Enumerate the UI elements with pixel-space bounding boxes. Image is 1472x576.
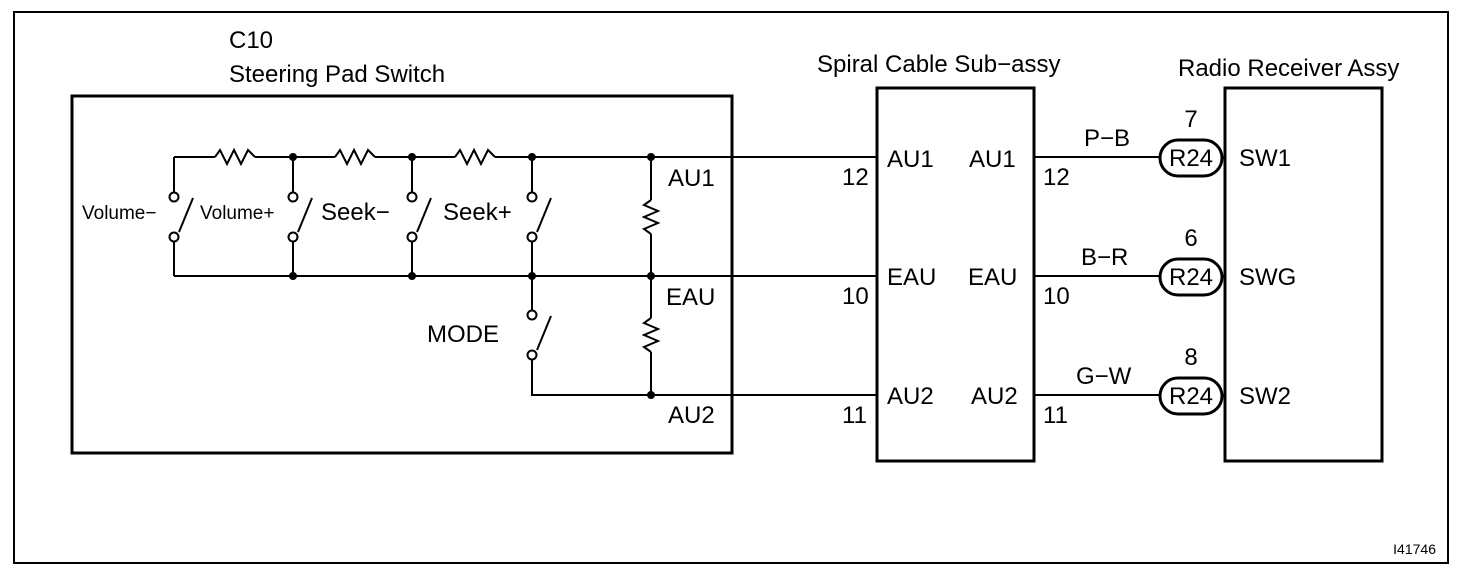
radio-receiver-box xyxy=(1223,86,1384,463)
switch-name: Steering Pad Switch xyxy=(229,61,445,88)
spiral-right-terminal-au2: AU2 xyxy=(971,383,1018,410)
switch-seek-minus xyxy=(406,191,432,243)
switch-mode xyxy=(526,309,552,361)
connector-label-sw2: R24 xyxy=(1169,383,1213,410)
au2-rail xyxy=(531,360,878,396)
steering-pad-switch-box xyxy=(70,94,734,455)
switch-volume-plus xyxy=(287,191,313,243)
connector-pin-swg: 6 xyxy=(1184,225,1197,252)
wire-color-swg: B−R xyxy=(1081,244,1128,271)
connector-pin-sw1: 7 xyxy=(1184,106,1197,133)
switch-label-seek-plus: Seek+ xyxy=(443,199,512,226)
spiral-right-terminal-eau: EAU xyxy=(968,264,1017,291)
switch-volume-minus xyxy=(168,191,194,243)
spiral-right-pin-eau: 10 xyxy=(1043,283,1070,310)
switch-seek-plus xyxy=(526,191,552,243)
wire-color-sw1: P−B xyxy=(1084,125,1130,152)
radio-name: Radio Receiver Assy xyxy=(1178,55,1399,82)
spiral-right-pin-au2: 11 xyxy=(1043,402,1068,429)
connector-pin-sw2: 8 xyxy=(1184,344,1197,371)
radio-terminal-sw1: SW1 xyxy=(1239,145,1291,172)
radio-terminal-swg: SWG xyxy=(1239,264,1296,291)
radio-terminal-sw2: SW2 xyxy=(1239,383,1291,410)
outer-frame xyxy=(13,11,1449,564)
spiral-left-pin-au1: 12 xyxy=(842,164,869,191)
switch-verticals xyxy=(173,157,533,310)
spiral-cable-box xyxy=(875,86,1036,463)
resistor-top-1 xyxy=(214,147,256,167)
spiral-right-pin-au1: 12 xyxy=(1043,164,1070,191)
figure-id: I41746 xyxy=(1393,541,1436,557)
connector-label-swg: R24 xyxy=(1169,264,1213,291)
switch-label-mode: MODE xyxy=(427,321,499,348)
junction-nodes xyxy=(289,153,655,399)
resistor-v-1 xyxy=(641,199,661,235)
spiral-left-pin-au2: 11 xyxy=(842,402,867,429)
connector-label-sw1: R24 xyxy=(1169,145,1213,172)
switch-terminal-au1: AU1 xyxy=(668,165,715,192)
spiral-left-terminal-au2: AU2 xyxy=(887,383,934,410)
switch-label-volume-minus: Volume− xyxy=(82,203,156,224)
switch-code: C10 xyxy=(229,27,273,54)
switch-label-volume-plus: Volume+ xyxy=(200,203,274,224)
resistor-top-3 xyxy=(454,147,496,167)
resistor-v-2 xyxy=(641,317,661,353)
spiral-left-pin-eau: 10 xyxy=(842,283,869,310)
spiral-left-terminal-eau: EAU xyxy=(887,264,936,291)
top-rail xyxy=(174,147,878,167)
vertical-resistors xyxy=(641,157,661,395)
spiral-cable-name: Spiral Cable Sub−assy xyxy=(817,51,1060,78)
spiral-right-terminal-au1: AU1 xyxy=(969,146,1016,173)
switch-label-seek-minus: Seek− xyxy=(321,199,390,226)
switch-terminal-au2: AU2 xyxy=(668,402,715,429)
spiral-left-terminal-au1: AU1 xyxy=(887,146,934,173)
wire-color-sw2: G−W xyxy=(1076,363,1132,390)
switch-terminal-eau: EAU xyxy=(666,284,715,311)
resistor-top-2 xyxy=(334,147,376,167)
